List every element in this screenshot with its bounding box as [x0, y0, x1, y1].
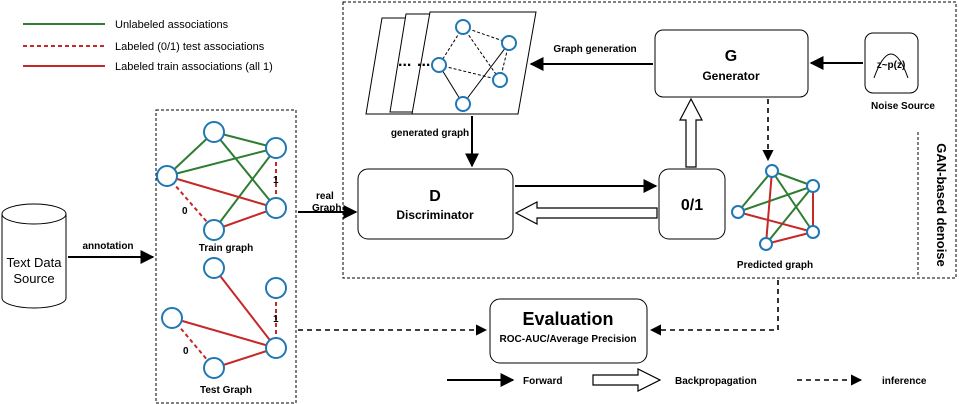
database-cylinder-body: [1, 214, 67, 309]
train-node: [203, 219, 225, 241]
generated-node: [501, 35, 517, 51]
test-node: [161, 307, 183, 329]
legend: Unlabeled associations Labeled (0/1) tes…: [23, 19, 273, 73]
backprop-legend-arrow: [592, 368, 662, 392]
discriminator-box: [357, 168, 514, 240]
distribution-curve-icon: [873, 53, 909, 79]
gan-panel-title: GAN-based denoise: [934, 143, 949, 267]
evaluation-title: Evaluation: [522, 309, 613, 329]
noise-source-box: [864, 32, 919, 94]
predicted-graph: [731, 164, 820, 251]
stack-dots-right: ...: [417, 53, 430, 70]
train-node: [265, 137, 287, 159]
train-graph: 1 0 Train graph: [156, 121, 287, 254]
test-label-1: 1: [273, 314, 279, 325]
graph-generation-label: Graph generation: [553, 44, 636, 55]
output-label: 0/1: [681, 197, 703, 214]
discriminator-letter: D: [429, 188, 441, 205]
dataset-graphs-box: [155, 109, 297, 404]
bottom-legend: Forward Backpropagation inference: [447, 368, 927, 392]
generated-graph-label: generated graph: [391, 128, 469, 139]
generator-label: Generator: [702, 69, 760, 83]
generated-node: [455, 19, 471, 35]
train-node: [203, 121, 225, 143]
database-cylinder-top: [1, 203, 67, 225]
gan-panel: [342, 1, 957, 279]
generator-box: [654, 29, 809, 98]
predicted-node: [759, 237, 773, 251]
noise-formula: z~p(z): [877, 60, 906, 71]
predicted-node: [806, 225, 820, 239]
output-to-generator-backprop-arrow: [679, 97, 703, 168]
source-label-line1: Text Data: [7, 255, 63, 270]
output-to-discriminator-backprop-arrow: [514, 201, 658, 225]
predicted-node: [765, 164, 779, 178]
text-data-source: Text Data Source: [1, 203, 67, 309]
train-node: [265, 197, 287, 219]
legend-labeled-test-label: Labeled (0/1) test associations: [115, 41, 265, 53]
generated-node: [492, 72, 508, 88]
evaluation-metrics: ROC-AUC/Average Precision: [500, 334, 637, 345]
train-label-1: 1: [273, 175, 279, 186]
forward-legend-label: Forward: [523, 376, 562, 387]
test-graph-title: Test Graph: [200, 385, 252, 396]
test-graph: 1 0 Test Graph: [161, 257, 287, 396]
test-label-0: 0: [183, 346, 189, 357]
legend-unlabeled-label: Unlabeled associations: [115, 19, 229, 31]
evaluation-box: [489, 298, 648, 364]
train-node: [156, 165, 178, 187]
train-graph-title: Train graph: [199, 243, 253, 254]
predicted-node: [806, 179, 820, 193]
noise-source-label: Noise Source: [871, 101, 935, 112]
generated-graph-stack: ... ...: [365, 11, 537, 115]
train-label-0: 0: [182, 206, 188, 217]
predicted-node: [731, 205, 745, 219]
stack-dots-left: ...: [398, 53, 411, 70]
test-node: [265, 277, 287, 299]
real-graph-label-line2: Graph: [312, 203, 341, 214]
test-node: [203, 257, 225, 279]
generator-letter: G: [725, 48, 737, 65]
generated-node: [455, 96, 471, 112]
test-node: [265, 337, 287, 359]
predicted-to-evaluation-arrow: [649, 280, 779, 336]
discriminator-label: Discriminator: [396, 208, 474, 222]
legend-labeled-train-label: Labeled train associations (all 1): [115, 61, 273, 73]
predicted-graph-label: Predicted graph: [737, 260, 813, 271]
test-node: [203, 357, 225, 379]
backprop-legend-label: Backpropagation: [675, 376, 757, 387]
output-box: [658, 168, 726, 240]
generated-node: [431, 57, 447, 73]
real-graph-label-line1: real: [316, 191, 334, 202]
source-label-line2: Source: [13, 271, 54, 286]
inference-legend-label: inference: [882, 376, 927, 387]
annotation-label: annotation: [82, 241, 133, 252]
